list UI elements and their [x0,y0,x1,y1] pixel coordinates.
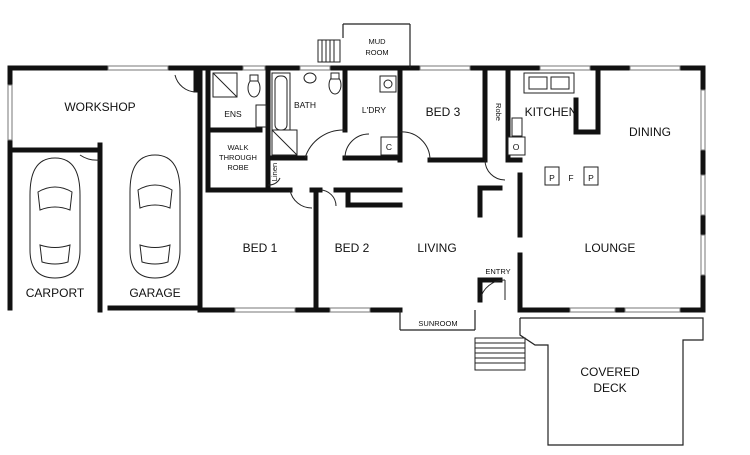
bed2-label: BED 2 [335,241,370,255]
living-label: LIVING [417,241,456,255]
dining-label: DINING [629,125,671,139]
bed3-label: BED 3 [426,105,461,119]
kitchen-label: KITCHEN [525,105,578,119]
symbol-labels: P F P C O [386,142,594,183]
deck-stairs [474,337,526,371]
interior-walls [205,65,601,331]
oven-symbol: O [513,142,520,152]
ensuite-label: ENS [224,109,242,119]
laundry-label: L'DRY [362,105,386,115]
room-labels: WORKSHOP CARPORT GARAGE ENS WALK THROUGH… [26,37,671,395]
mud-room-label-2: ROOM [365,48,388,57]
pantry-right-symbol: P [588,173,594,183]
laundry-fixtures [379,75,399,156]
bathroom-fixtures [212,72,342,156]
workshop-label: WORKSHOP [64,100,135,114]
windows [7,65,706,313]
sunroom-label: SUNROOM [418,319,457,328]
bath-label: BATH [294,100,316,110]
walk-through-robe-label-2: THROUGH [219,153,257,162]
covered-deck-label-2: DECK [593,381,626,395]
laundry-cupboard-symbol: C [386,142,392,152]
robe-label: Robe [494,103,503,121]
entry-label: ENTRY [485,267,510,276]
doors [79,74,506,301]
linen-label: Linen [270,163,279,181]
mud-room-label-1: MUD [368,37,386,46]
covered-deck-outline [519,317,704,446]
walk-through-robe-label-3: ROBE [227,163,248,172]
carport-label: CARPORT [26,286,85,300]
covered-deck-label-1: COVERED [580,365,640,379]
lounge-label: LOUNGE [585,241,636,255]
bed1-label: BED 1 [243,241,278,255]
fridge-symbol: F [568,173,573,183]
pantry-left-symbol: P [549,173,555,183]
garage-car-icon [129,154,181,279]
mud-room-stairs [317,39,341,63]
walk-through-robe-label-1: WALK [228,143,249,152]
carport-car-icon [29,157,81,279]
kitchen-fixtures [507,72,599,186]
garage-label: GARAGE [129,286,180,300]
